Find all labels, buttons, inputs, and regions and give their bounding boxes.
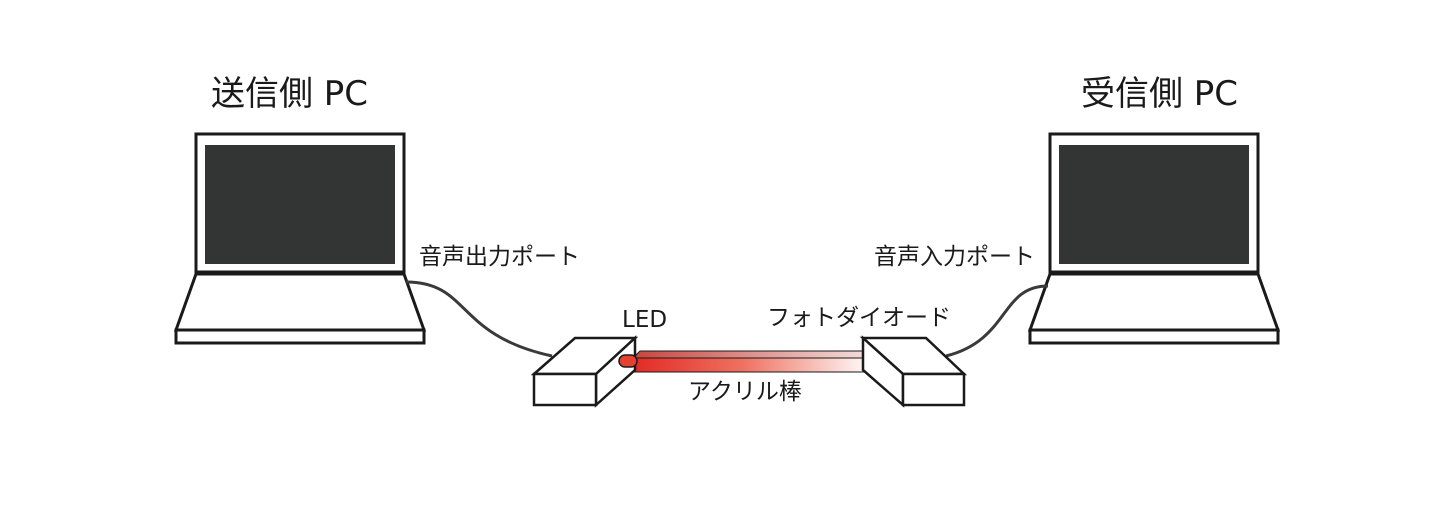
acrylic-rod (631, 350, 875, 373)
receiver-laptop-screen (1059, 145, 1249, 264)
sender-pc-title: 送信側 PC (211, 74, 369, 114)
sender-laptop-screen (205, 145, 395, 264)
photodiode-receiver-box (859, 335, 968, 408)
acrylic-rod-body (632, 357, 874, 373)
led-emitter (618, 354, 638, 368)
led-label: LED (622, 307, 668, 333)
sender-laptop-keyboard-deck (173, 272, 427, 332)
receiver-pc-title: 受信側 PC (1081, 74, 1239, 114)
sender-laptop (173, 132, 427, 345)
led-box-front (532, 372, 598, 407)
photodiode-box-front (901, 372, 966, 407)
receiver-laptop-base (1028, 328, 1280, 345)
audio-input-port-label: 音声入力ポート (874, 244, 1035, 270)
sender-audio-cable (405, 280, 553, 358)
led-transmitter-box (530, 335, 639, 408)
receiver-laptop (1027, 132, 1281, 345)
receiver-laptop-keyboard-deck (1027, 272, 1281, 332)
acrylic-rod-top-face (631, 350, 875, 359)
sender-laptop-base (174, 328, 426, 345)
receiver-audio-cable (945, 284, 1049, 358)
audio-output-port-label: 音声出力ポート (419, 244, 580, 270)
photodiode-label: フォトダイオード (767, 305, 951, 331)
acrylic-rod-label: アクリル棒 (688, 379, 802, 405)
